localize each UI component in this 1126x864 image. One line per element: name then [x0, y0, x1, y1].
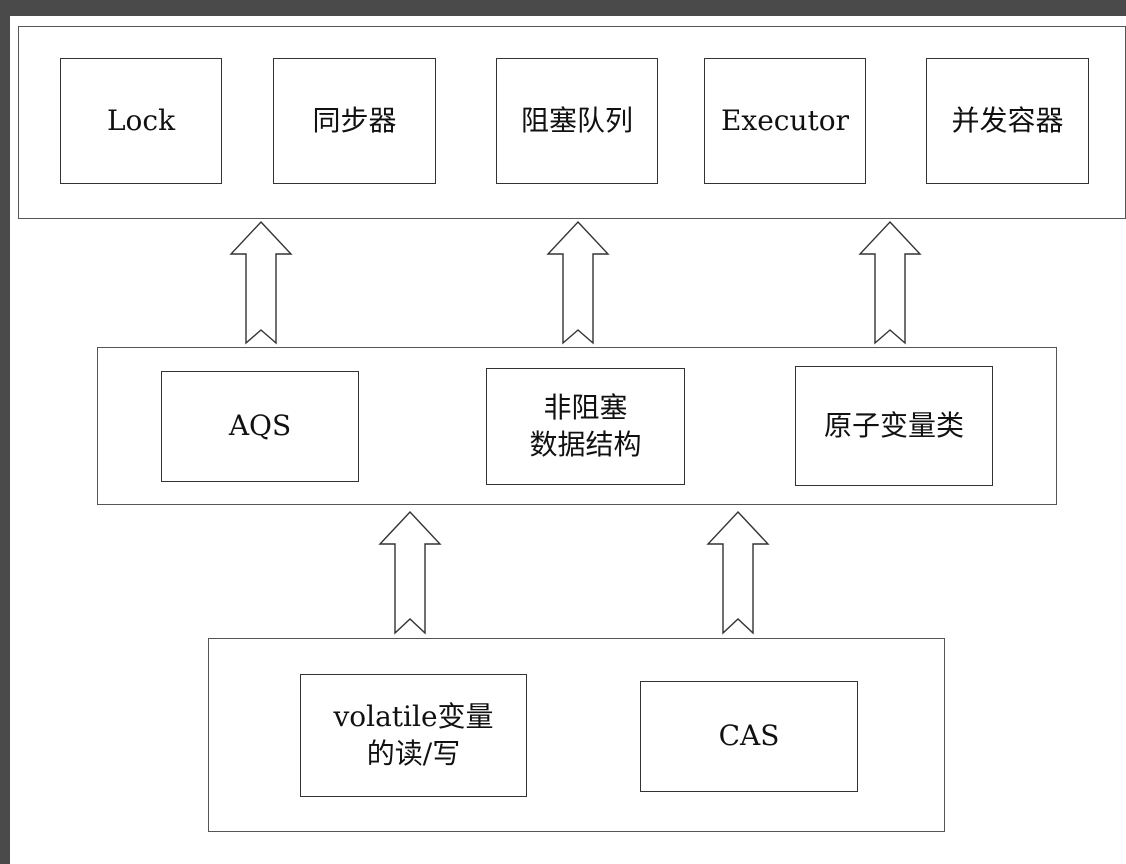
top-box-executor-label: Executor	[720, 103, 849, 137]
middle-box-nonblocking-data-structures: 非阻塞 数据结构	[486, 368, 685, 485]
middle-box-nonblocking-label: 非阻塞 数据结构	[529, 391, 642, 461]
up-arrow-icon	[546, 220, 610, 345]
bottom-box-cas-label: CAS	[718, 719, 780, 753]
middle-box-aqs-label: AQS	[228, 409, 292, 443]
top-box-blocking-queue: 阻塞队列	[496, 58, 658, 184]
middle-box-aqs: AQS	[161, 371, 359, 482]
up-arrow-icon	[858, 220, 922, 345]
top-box-blocking-queue-label: 阻塞队列	[520, 103, 633, 137]
middle-box-atomic-variables: 原子变量类	[795, 366, 993, 486]
top-box-concurrent-containers: 并发容器	[926, 58, 1089, 184]
top-box-executor: Executor	[704, 58, 866, 184]
middle-box-atomic-variables-label: 原子变量类	[823, 408, 964, 442]
top-box-lock-label: Lock	[106, 103, 176, 137]
bottom-box-cas: CAS	[640, 681, 858, 792]
up-arrow-icon	[229, 220, 293, 345]
bottom-box-volatile: volatile变量 的读/写	[300, 674, 527, 797]
top-box-lock: Lock	[60, 58, 222, 184]
top-box-synchronizer: 同步器	[273, 58, 436, 184]
window-left-edge	[0, 0, 10, 864]
top-box-synchronizer-label: 同步器	[312, 103, 397, 137]
window-top-bar	[0, 0, 1126, 16]
up-arrow-icon	[378, 510, 442, 635]
diagram-canvas: Lock 同步器 阻塞队列 Executor 并发容器 AQS 非阻塞 数据结构…	[10, 16, 1126, 864]
up-arrow-icon	[706, 510, 770, 635]
arrows-layer	[229, 220, 922, 635]
bottom-box-volatile-label: volatile变量 的读/写	[333, 700, 494, 770]
top-box-concurrent-containers-label: 并发容器	[951, 103, 1064, 137]
